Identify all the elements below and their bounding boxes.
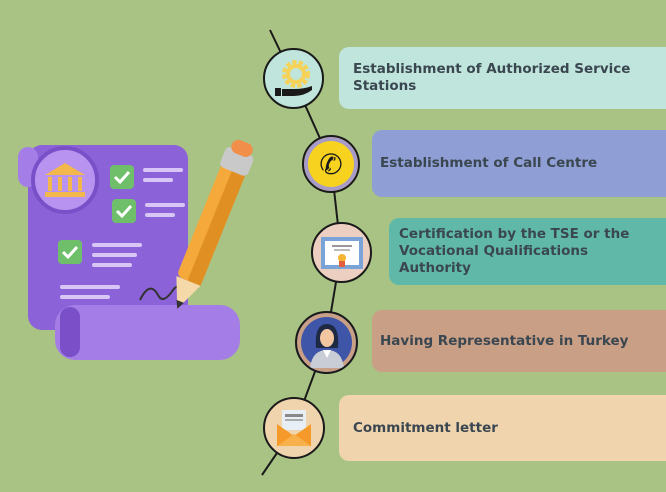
step-label: Establishment of Call Centre bbox=[380, 155, 598, 171]
document-checklist-illustration bbox=[18, 139, 254, 360]
step-label: Establishment of Authorized Service Stat… bbox=[353, 61, 631, 94]
step-card-5: Commitment letter bbox=[339, 395, 666, 461]
step-label: Having Representative in Turkey bbox=[380, 332, 629, 349]
step-card-3: Certification by the TSE or the Vocation… bbox=[389, 218, 666, 285]
representative-icon bbox=[295, 311, 358, 374]
gear-hand-icon bbox=[263, 48, 324, 109]
certificate-icon bbox=[311, 222, 372, 283]
step-card-1: Establishment of Authorized Service Stat… bbox=[339, 47, 666, 109]
step-card-2: Establishment of Call Centre bbox=[372, 130, 666, 197]
phone-icon: ✆ bbox=[302, 135, 360, 193]
step-card-4: Having Representative in Turkey bbox=[372, 310, 666, 372]
step-label: Commitment letter bbox=[353, 419, 498, 436]
envelope-icon bbox=[263, 397, 325, 459]
step-label: Certification by the TSE or the Vocation… bbox=[399, 226, 630, 276]
